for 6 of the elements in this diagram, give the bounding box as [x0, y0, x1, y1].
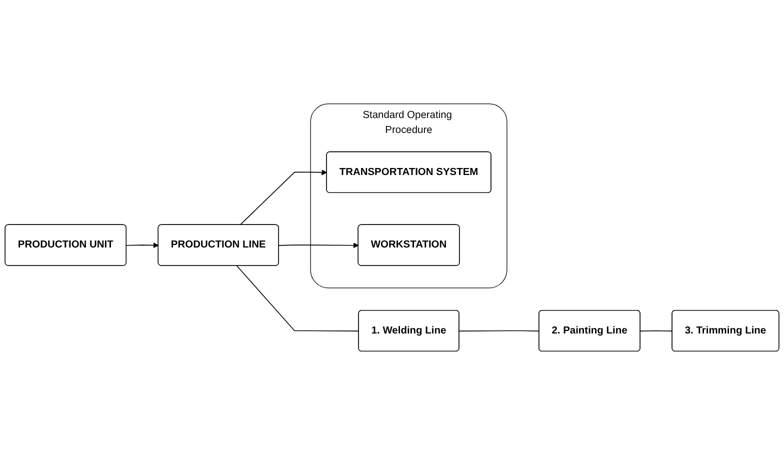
arrow — [278, 242, 359, 248]
connector — [236, 265, 360, 332]
connector — [640, 330, 673, 332]
connector — [458, 330, 540, 332]
arrow — [240, 170, 328, 226]
arrow — [126, 242, 159, 248]
